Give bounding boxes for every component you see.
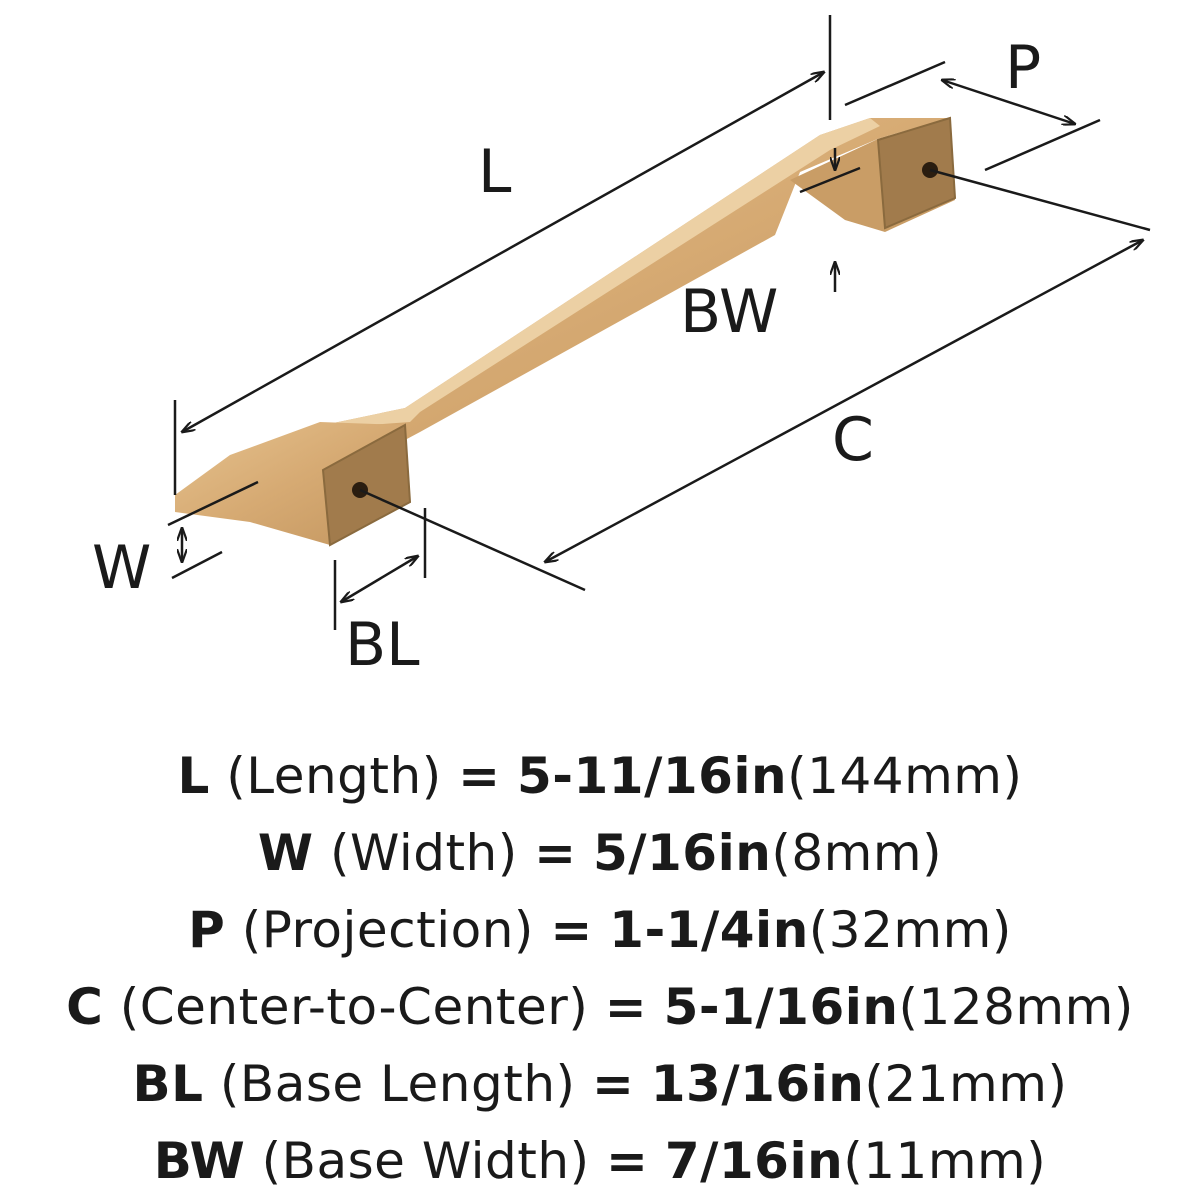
spec-row-base-length: BL (Base Length) = 13/16in(21mm) (0, 1046, 1200, 1123)
spec-imperial: 5-11/16in (516, 747, 788, 805)
spec-code: BW (153, 1132, 246, 1190)
spec-metric: (11mm) (843, 1132, 1047, 1190)
handle-bar-top-edge (300, 118, 880, 430)
spec-metric: (21mm) (864, 1055, 1068, 1113)
spec-imperial: 5/16in (592, 824, 772, 882)
spec-name: (Center-to-Center) (119, 978, 589, 1036)
spec-name: (Projection) (241, 901, 534, 959)
spec-equals: = (534, 824, 577, 882)
spec-row-length: L (Length) = 5-11/16in(144mm) (0, 738, 1200, 815)
label-BL: BL (345, 610, 420, 680)
spec-name: (Width) (329, 824, 518, 882)
label-W: W (92, 533, 151, 603)
spec-metric: (128mm) (898, 978, 1134, 1036)
spec-equals: = (591, 1055, 635, 1113)
spec-code: W (257, 824, 314, 882)
label-BW: BW (680, 277, 778, 347)
dimension-lines (167, 15, 1151, 630)
spec-imperial: 1-1/4in (609, 901, 809, 959)
cabinet-pull-handle (175, 116, 957, 547)
spec-code: P (188, 901, 226, 959)
right-base-face (876, 116, 957, 230)
spec-imperial: 5-1/16in (663, 978, 899, 1036)
spec-name: (Base Width) (261, 1132, 590, 1190)
label-L: L (478, 137, 512, 207)
spec-row-projection: P (Projection) = 1-1/4in(32mm) (0, 892, 1200, 969)
spec-imperial: 7/16in (664, 1132, 844, 1190)
spec-code: BL (132, 1055, 204, 1113)
dimension-specs-list: L (Length) = 5-11/16in(144mm) W (Width) … (0, 738, 1200, 1200)
spec-equals: = (604, 978, 648, 1036)
spec-name: (Base Length) (219, 1055, 576, 1113)
spec-row-center-to-center: C (Center-to-Center) = 5-1/16in(128mm) (0, 969, 1200, 1046)
spec-equals: = (458, 747, 501, 805)
spec-imperial: 13/16in (650, 1055, 865, 1113)
spec-row-base-width: BW (Base Width) = 7/16in(11mm) (0, 1123, 1200, 1200)
spec-metric: (32mm) (808, 901, 1012, 959)
spec-metric: (8mm) (771, 824, 943, 882)
left-base-face (321, 423, 412, 547)
spec-code: L (177, 747, 210, 805)
label-C: C (832, 405, 874, 475)
spec-equals: = (550, 901, 593, 959)
spec-row-width: W (Width) = 5/16in(8mm) (0, 815, 1200, 892)
spec-name: (Length) (226, 747, 442, 805)
spec-equals: = (606, 1132, 649, 1190)
handle-dimension-diagram: L P BW C W BL (92, 15, 1151, 680)
spec-code: C (66, 978, 104, 1036)
label-P: P (1005, 33, 1041, 103)
handle-left-end (175, 422, 405, 545)
spec-metric: (144mm) (787, 747, 1023, 805)
